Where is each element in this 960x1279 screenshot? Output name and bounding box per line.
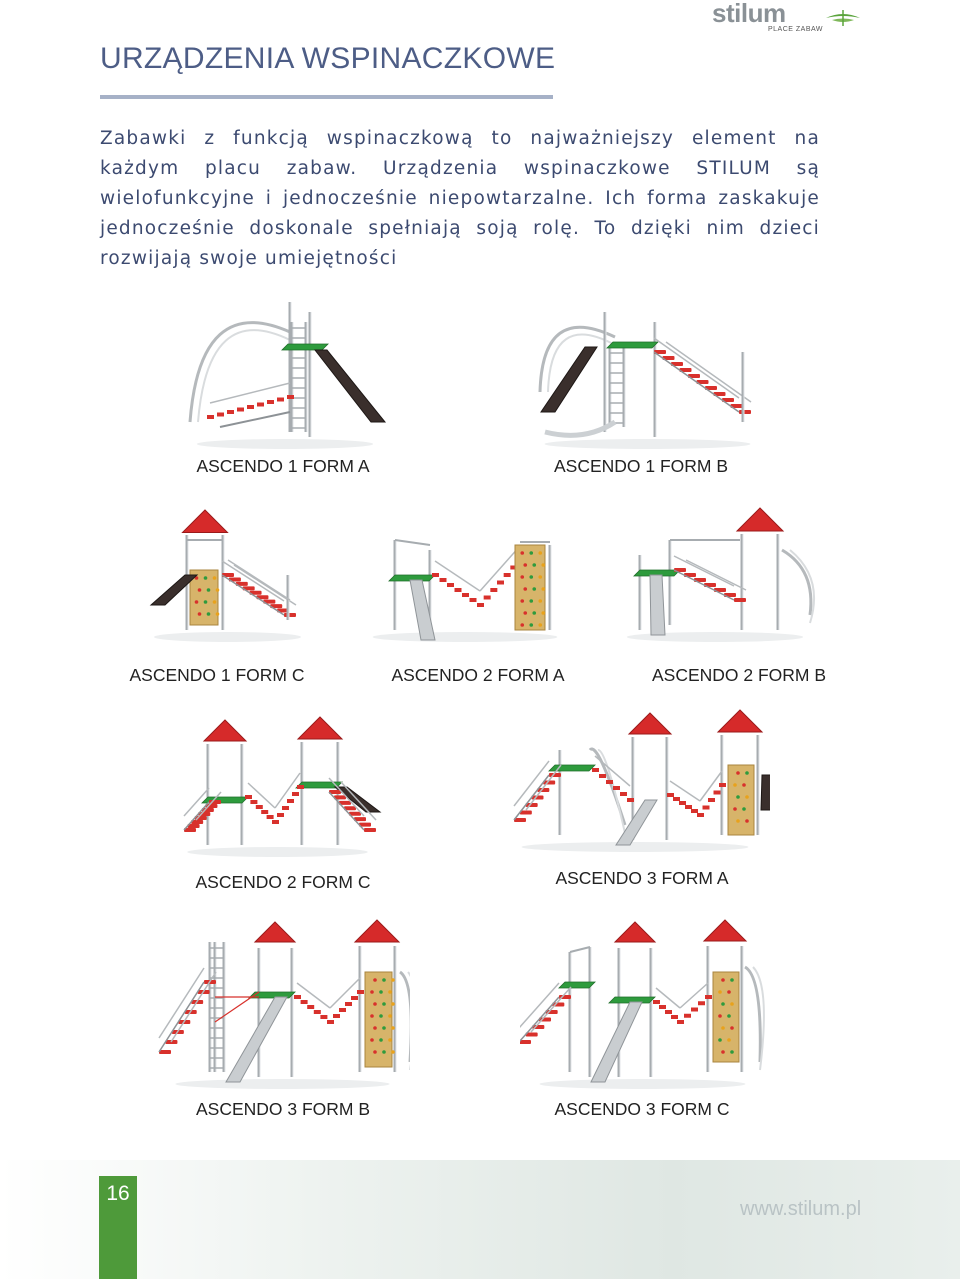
page-title: URZĄDZENIA WSPINACZKOWE — [100, 42, 556, 75]
brand-logo: stilum PLACE ZABAW — [712, 0, 862, 36]
product-image — [610, 500, 820, 645]
title-underline — [100, 95, 553, 99]
product-image — [180, 292, 390, 452]
playground-illustration — [372, 539, 558, 642]
playground-illustration — [183, 716, 382, 857]
product-caption: ASCENDO 1 FORM B — [553, 456, 729, 476]
page-footer — [0, 1160, 960, 1279]
brand-tagline: PLACE ZABAW — [768, 26, 824, 33]
brand-name: stilum — [712, 0, 786, 28]
product-caption: ASCENDO 3 FORM A — [555, 868, 729, 888]
product-image — [355, 520, 575, 645]
playground-illustration — [513, 709, 770, 852]
product-caption: ASCENDO 1 FORM C — [129, 665, 305, 685]
product-image — [525, 292, 770, 452]
website-link[interactable]: www.stilum.pl — [740, 1198, 862, 1220]
playground-illustration — [626, 507, 816, 642]
intro-paragraph: Zabawki z funkcją wspinaczkową to najważ… — [100, 128, 820, 269]
product-image — [500, 705, 770, 855]
product-caption: ASCENDO 2 FORM C — [195, 872, 371, 892]
playground-illustration — [538, 312, 752, 449]
playground-illustration — [158, 919, 410, 1089]
playground-illustration — [188, 302, 387, 449]
product-image — [520, 912, 765, 1092]
leaf-icon — [826, 10, 860, 26]
playground-illustration — [520, 919, 765, 1089]
product-caption: ASCENDO 2 FORM A — [391, 665, 565, 685]
playground-illustration — [149, 509, 301, 642]
product-caption: ASCENDO 3 FORM B — [195, 1099, 371, 1119]
product-image — [170, 712, 385, 860]
product-caption: ASCENDO 1 FORM A — [196, 456, 370, 476]
product-caption: ASCENDO 3 FORM C — [554, 1099, 730, 1119]
page-number: 16 — [106, 1182, 130, 1205]
product-image — [155, 912, 410, 1092]
page-number-tab: 16 — [99, 1176, 137, 1279]
product-image — [140, 500, 315, 645]
product-caption: ASCENDO 2 FORM B — [651, 665, 827, 685]
